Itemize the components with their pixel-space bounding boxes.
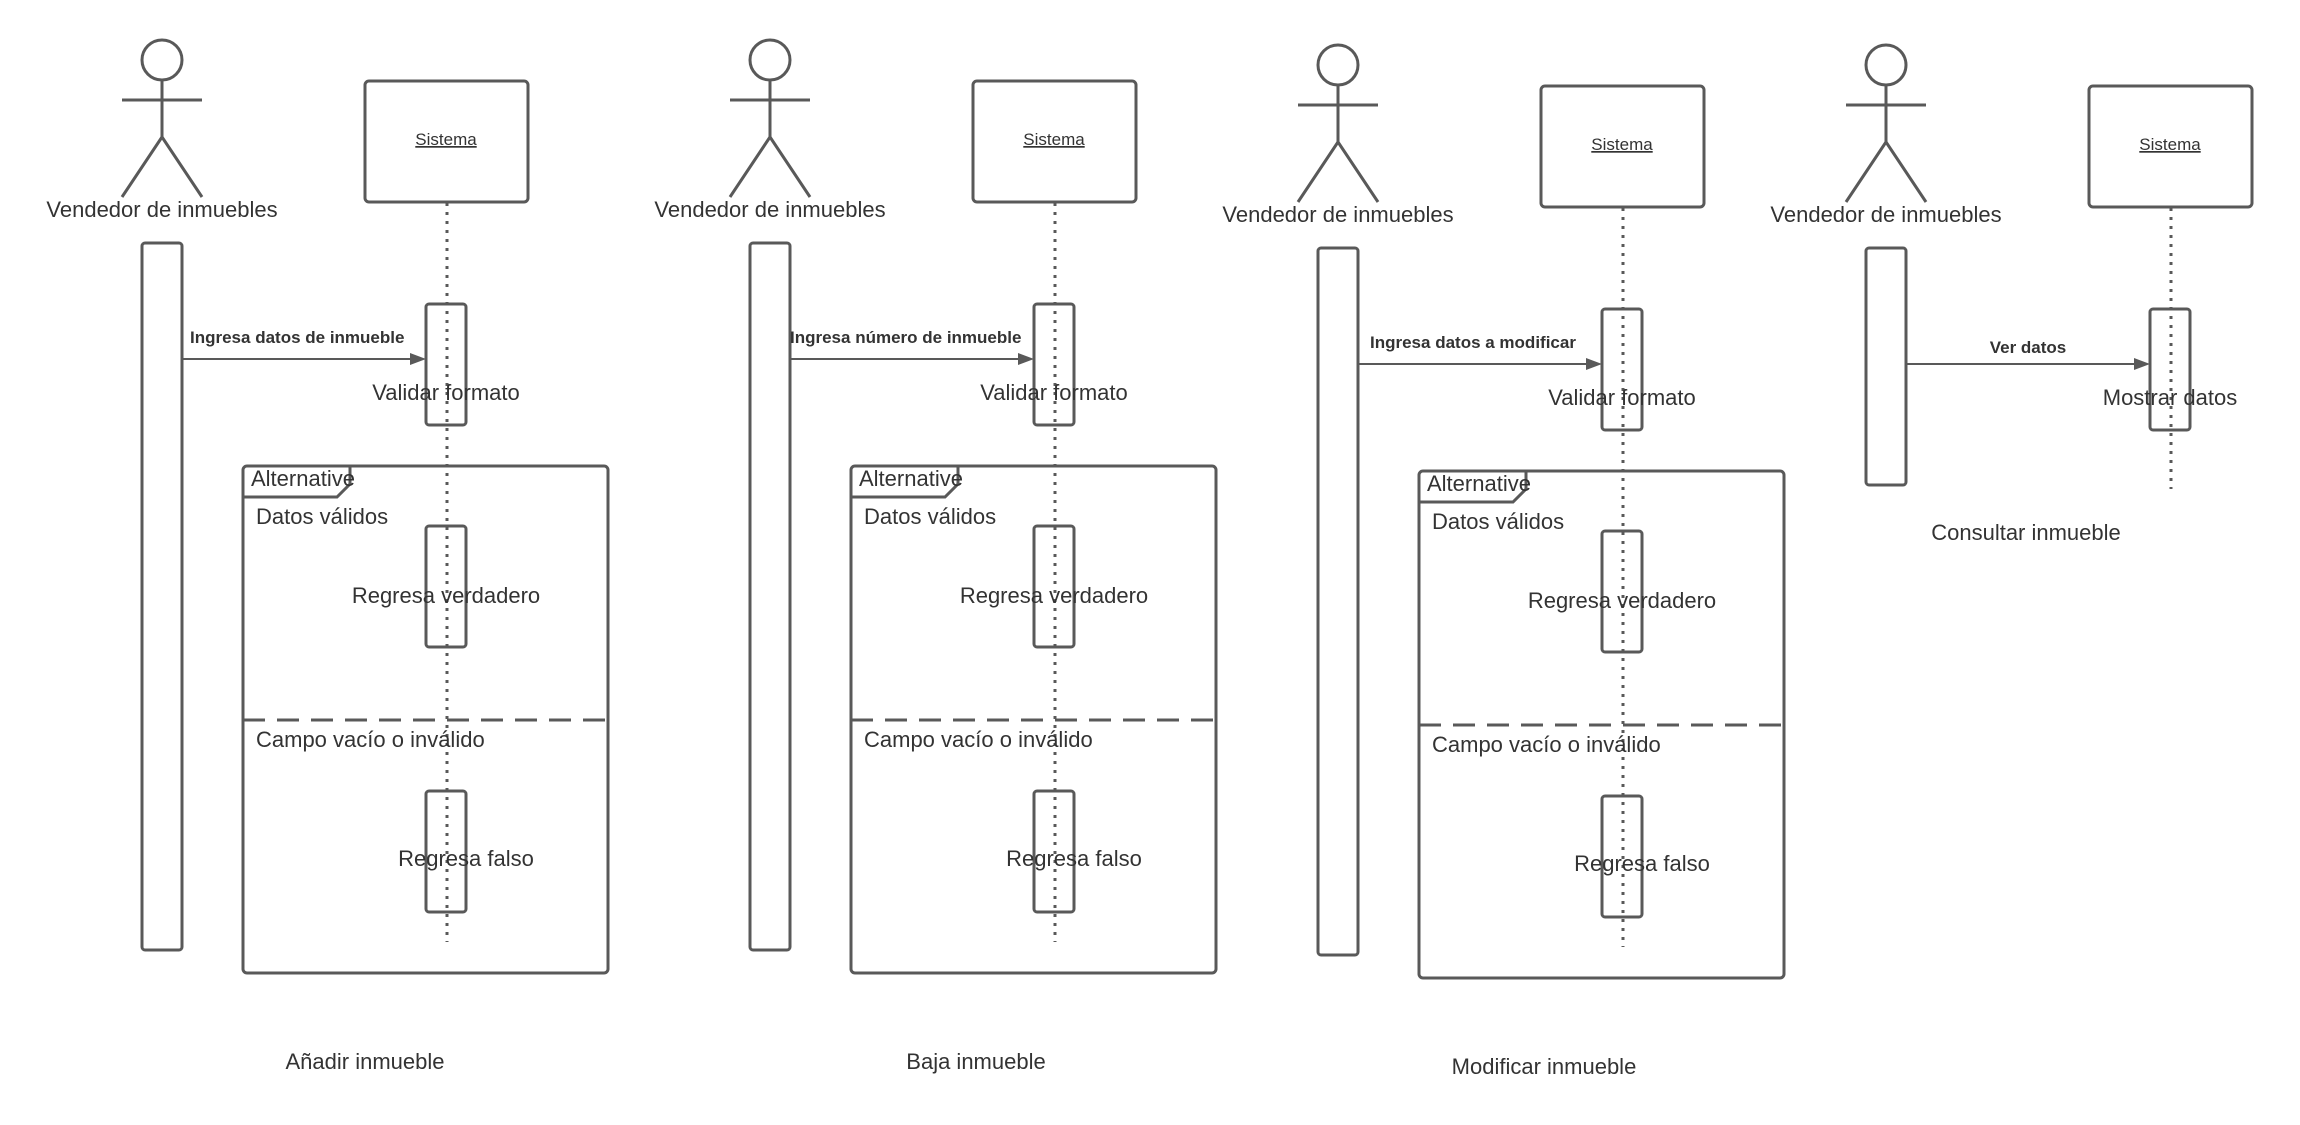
result-false: Regresa falso [1574,851,1710,876]
actor-label: Vendedor de inmuebles [1770,202,2001,227]
system-activation-false [1600,794,1644,919]
system-label: Sistema [2139,135,2201,154]
arrowhead-icon [1586,358,1602,370]
actor-stick-figure-icon [1844,43,1928,203]
guard-valid: Datos válidos [864,504,996,529]
activation-note: Validar formato [980,380,1128,405]
system-box[interactable] [363,79,530,204]
message-label: Ver datos [1990,338,2067,357]
arrowhead-icon [1018,353,1034,365]
result-true: Regresa verdadero [960,583,1148,608]
diagram-baja-inmueble: Vendedor de inmuebles Sistema Ingresa nú… [654,38,1218,1074]
result-false: Regresa falso [1006,846,1142,871]
activation-note: Mostrar datos [2103,385,2238,410]
guard-invalid: Campo vacío o inválido [1432,732,1661,757]
actor-activation-bar [1316,246,1360,957]
system-activation-show [2148,307,2192,432]
guard-valid: Datos válidos [256,504,388,529]
alternative-label: Alternative [859,466,963,491]
activation-note: Validar formato [372,380,520,405]
actor-activation-bar [748,241,792,952]
system-activation-true [424,524,468,649]
actor-activation-bar [140,241,184,952]
guard-valid: Datos válidos [1432,509,1564,534]
alternative-frame: Alternative Datos válidos Regresa verdad… [849,464,1218,975]
system-label: Sistema [1591,135,1653,154]
system-box[interactable] [971,79,1138,204]
system-activation-false [1032,789,1076,914]
diagram-caption: Modificar inmueble [1452,1054,1637,1079]
system-activation-true [1600,529,1644,654]
diagram-caption: Añadir inmueble [286,1049,445,1074]
message-label: Ingresa número de inmueble [790,328,1021,347]
diagram-caption: Baja inmueble [906,1049,1045,1074]
system-activation-true [1032,524,1076,649]
alternative-label: Alternative [1427,471,1531,496]
system-activation-validate [1600,307,1644,432]
system-label: Sistema [415,130,477,149]
result-false: Regresa falso [398,846,534,871]
system-box[interactable] [2087,84,2254,209]
actor-stick-figure-icon [1296,43,1380,203]
alternative-frame: Alternative Datos válidos Regresa verdad… [241,464,610,975]
result-true: Regresa verdadero [352,583,540,608]
guard-invalid: Campo vacío o inválido [256,727,485,752]
activation-note: Validar formato [1548,385,1696,410]
actor-stick-figure-icon [728,38,812,198]
diagram-modificar-inmueble: Vendedor de inmuebles Sistema Ingresa da… [1222,43,1786,1079]
message-label: Ingresa datos a modificar [1370,333,1576,352]
message-label: Ingresa datos de inmueble [190,328,404,347]
arrowhead-icon [2134,358,2150,370]
diagram-caption: Consultar inmueble [1931,520,2121,545]
diagram-anadir-inmueble: Vendedor de inmuebles Sistema Ingresa da… [46,38,610,1074]
actor-stick-figure-icon [120,38,204,198]
alternative-label: Alternative [251,466,355,491]
arrowhead-icon [410,353,426,365]
actor-label: Vendedor de inmuebles [654,197,885,222]
actor-label: Vendedor de inmuebles [46,197,277,222]
system-activation-validate [1032,302,1076,427]
result-true: Regresa verdadero [1528,588,1716,613]
actor-activation-bar [1864,246,1908,487]
system-activation-false [424,789,468,914]
actor-label: Vendedor de inmuebles [1222,202,1453,227]
system-activation-validate [424,302,468,427]
alternative-frame: Alternative Datos válidos Regresa verdad… [1417,469,1786,980]
system-box[interactable] [1539,84,1706,209]
diagram-consultar-inmueble: Vendedor de inmuebles Sistema Ver datos … [1770,43,2254,545]
guard-invalid: Campo vacío o inválido [864,727,1093,752]
system-label: Sistema [1023,130,1085,149]
